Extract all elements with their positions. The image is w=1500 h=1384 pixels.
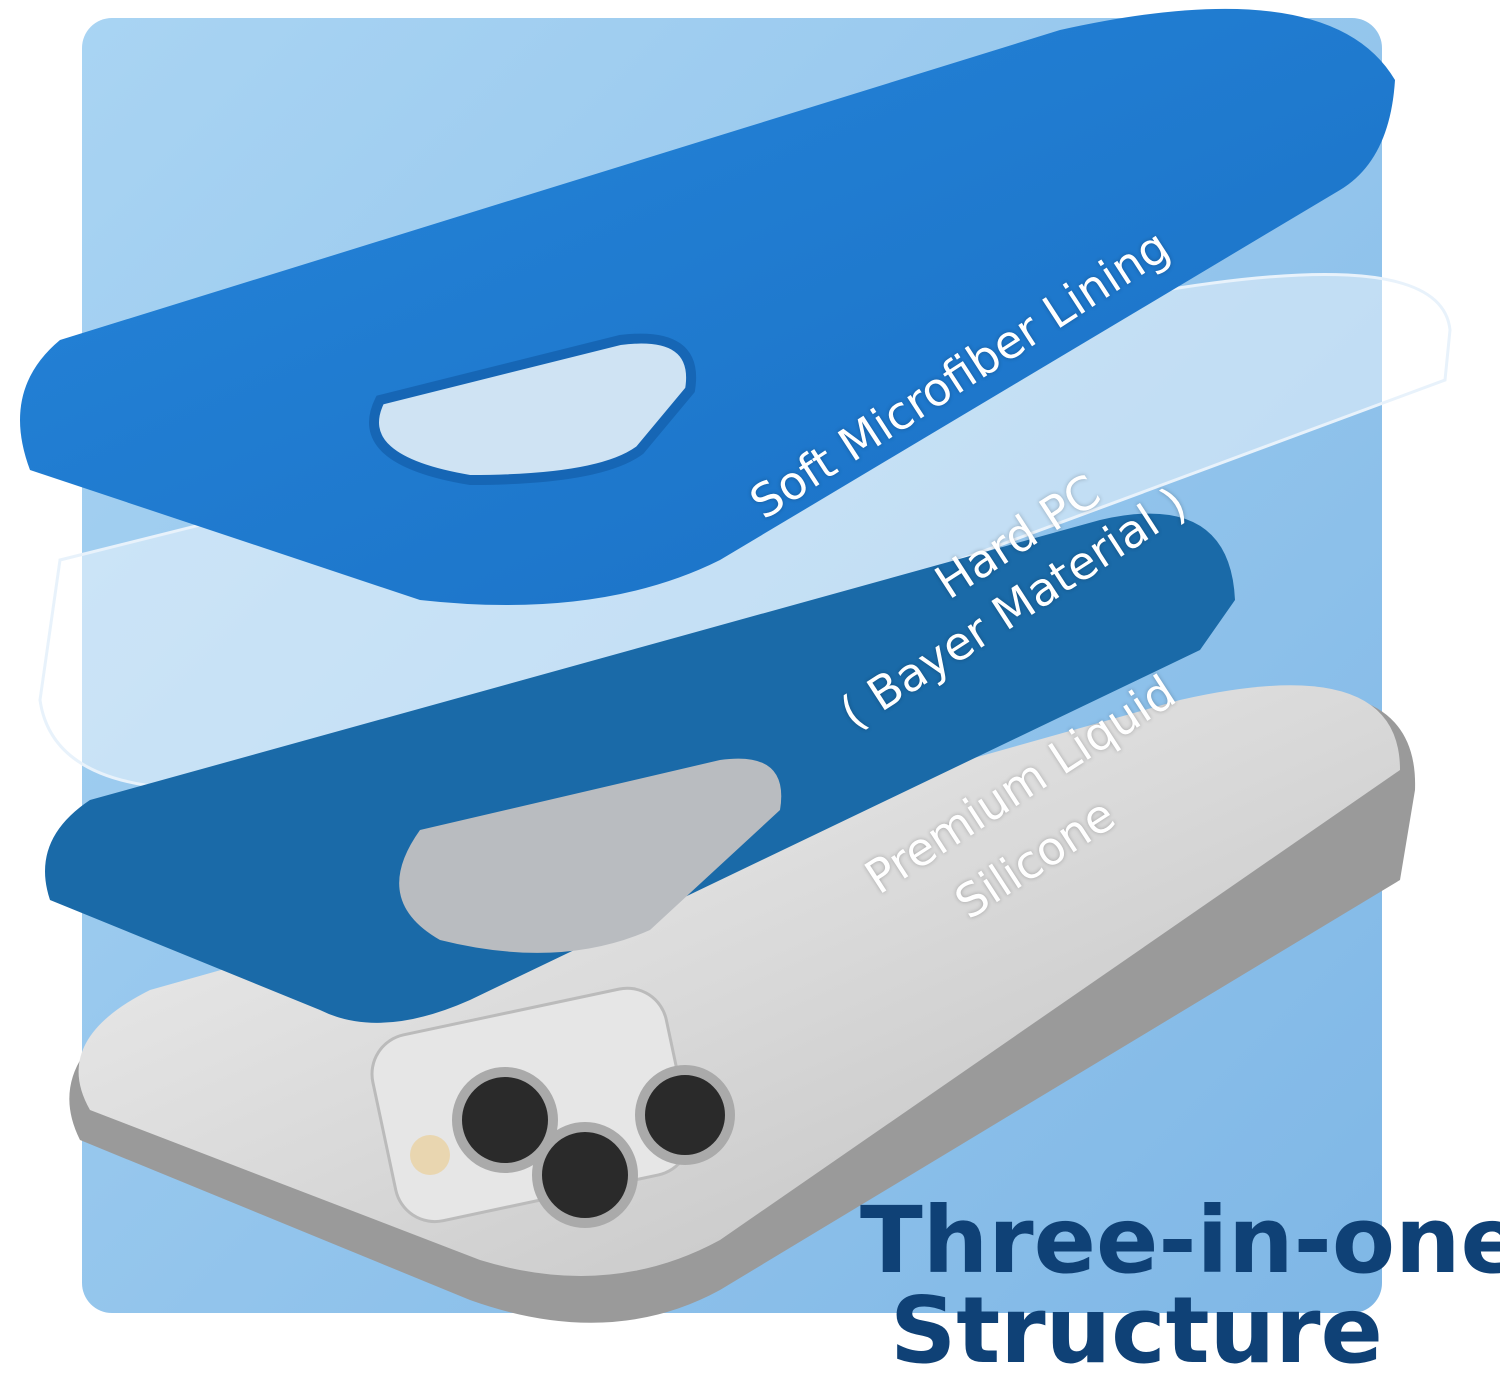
camera-lenses: [410, 1065, 735, 1228]
headline-line2: Structure: [890, 1277, 1383, 1384]
headline-line1: Three-in-one: [860, 1187, 1500, 1294]
phone: [69, 685, 1416, 1323]
microfiber-layer: [45, 513, 1235, 1023]
silicone-case: [20, 8, 1395, 605]
